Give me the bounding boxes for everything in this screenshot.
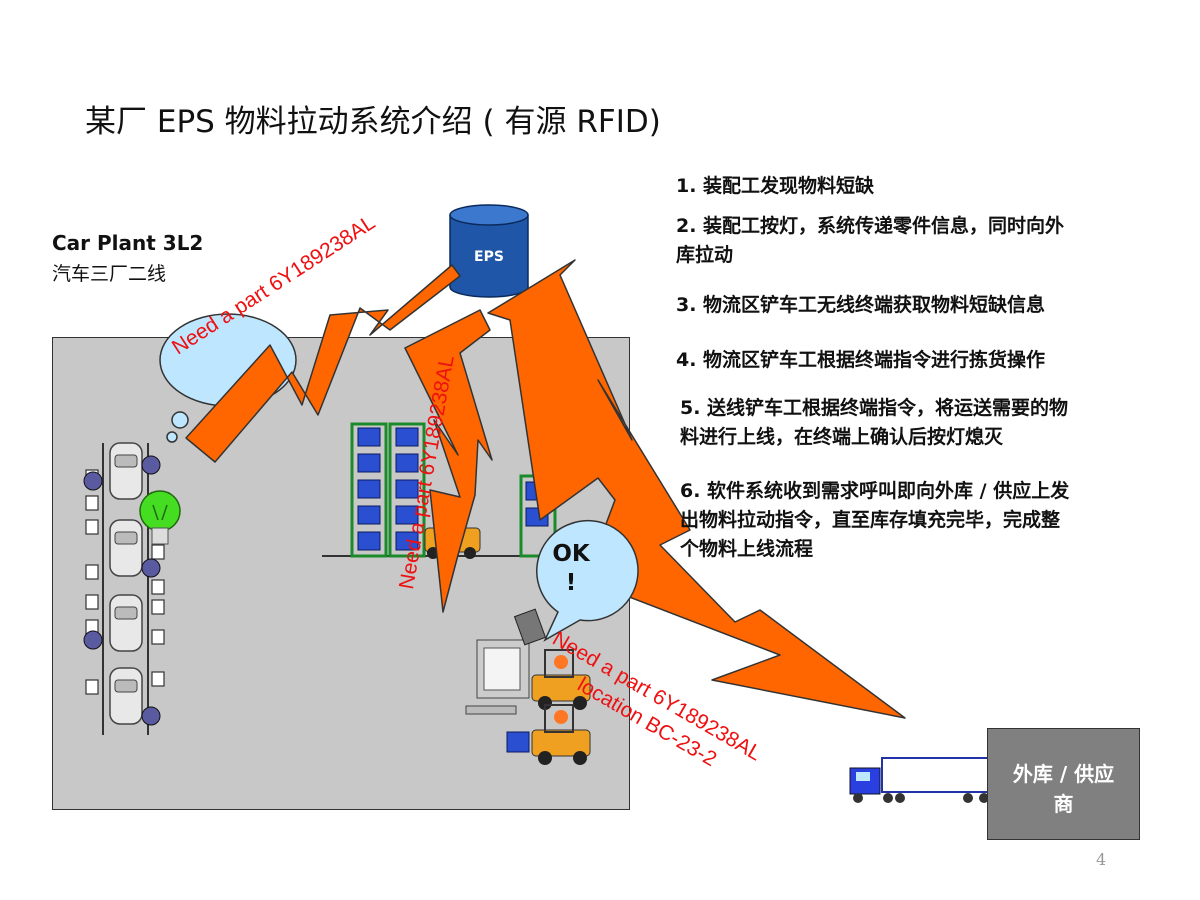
computer-terminal-icon	[465, 639, 530, 715]
ok-line2: !	[565, 570, 577, 596]
step-6: 6. 软件系统收到需求呼叫即向外库 / 供应上发 出物料拉动指令，直至库存填充完…	[680, 477, 1069, 564]
step-1: 1. 装配工发现物料短缺	[676, 172, 874, 201]
assembly-line	[102, 443, 149, 735]
car-window-details	[114, 454, 138, 693]
step-2-line-1: 2. 装配工按灯，系统传递零件信息，同时向外	[676, 215, 1065, 237]
warehouse-label-line1: 外库 / 供应	[1012, 762, 1115, 786]
step-3: 3. 物流区铲车工无线终端获取物料短缺信息	[676, 291, 1045, 320]
delivery-forklift-icon-2	[506, 704, 591, 765]
step-5: 5. 送线铲车工根据终端指令，将运送需要的物 料进行上线，在终端上确认后按灯熄灭	[680, 394, 1068, 452]
plant-name-zh: 汽车三厂二线	[52, 263, 167, 285]
delivery-forklift-icon	[531, 649, 591, 710]
step-3-line-1: 3. 物流区铲车工无线终端获取物料短缺信息	[676, 294, 1046, 316]
storage-racks	[322, 422, 560, 558]
step-1-line-1: 1. 装配工发现物料短缺	[676, 175, 875, 197]
step-5-line-1: 5. 送线铲车工根据终端指令，将运送需要的物	[680, 397, 1069, 419]
ok-speech-bubble	[536, 519, 639, 642]
eps-label: EPS	[474, 249, 504, 265]
step-6-line-1: 6. 软件系统收到需求呼叫即向外库 / 供应上发	[680, 480, 1070, 502]
ok-line1: OK	[552, 541, 590, 567]
external-warehouse-box: 外库 / 供应 商	[987, 728, 1140, 840]
step-4: 4. 物流区铲车工根据终端指令进行拣货操作	[676, 346, 1045, 375]
plant-name-en: Car Plant 3L2	[52, 231, 204, 255]
step-6-line-2: 出物料拉动指令，直至库存填充完毕，完成整	[680, 509, 1061, 531]
ok-bubble-text: OK !	[528, 540, 614, 598]
eps-database-icon	[449, 204, 529, 298]
handheld-terminal-icon	[513, 608, 547, 646]
truck-icon	[849, 757, 999, 803]
step-2: 2. 装配工按灯，系统传递零件信息，同时向外 库拉动	[676, 212, 1064, 270]
signal-bolt-eps-to-logistics	[404, 309, 493, 613]
warehouse-label-line2: 商	[1053, 792, 1074, 816]
step-2-line-2: 库拉动	[676, 244, 734, 266]
signal-bolt-eps-to-assembly	[185, 264, 461, 463]
step-6-line-3: 个物料上线流程	[680, 538, 814, 560]
light-bulb-icon	[139, 490, 181, 545]
signal-bolt-eps-to-warehouse	[487, 259, 906, 719]
page-title: 某厂 EPS 物料拉动系统介绍 ( 有源 RFID)	[85, 104, 661, 140]
step-4-line-1: 4. 物流区铲车工根据终端指令进行拣货操作	[676, 349, 1046, 371]
step-5-line-2: 料进行上线，在终端上确认后按灯熄灭	[680, 426, 1004, 448]
worker-icons	[83, 455, 161, 726]
page-number: 4	[1096, 850, 1107, 869]
